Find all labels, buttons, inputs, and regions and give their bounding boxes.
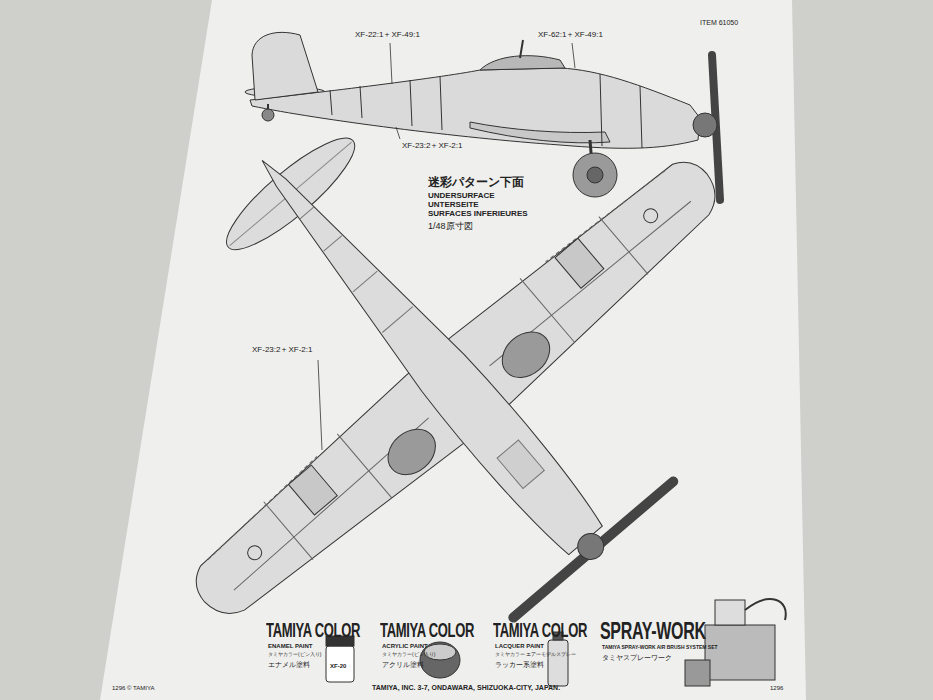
- product-name-jp: タミヤカラー(ビン入り): [268, 652, 321, 658]
- product-type: ENAMEL PAINT: [268, 643, 312, 650]
- product-type-jp: ラッカー系塗料: [495, 661, 544, 669]
- sheet-heading: 迷彩パターン下面: [428, 176, 524, 189]
- paint-mix: XF-23:2＋XF-2:1: [402, 142, 462, 151]
- print-code: 1296 © TAMIYA: [112, 685, 154, 692]
- product-name-jp: タミヤカラー(ビン入り): [382, 652, 435, 658]
- brand-name: TAMIYA COLOR: [266, 620, 360, 641]
- heading-de: UNTERSEITE: [428, 201, 479, 210]
- paint-mix: XF-23:2＋XF-2:1: [252, 346, 312, 355]
- brand-name: TAMIYA COLOR: [380, 620, 474, 641]
- product-name: TAMIYA SPRAY-WORK AIR BRUSH SYSTEM SET: [602, 645, 718, 651]
- product-type-jp: アクリル塗料: [382, 661, 424, 669]
- paint-mix: XF-62:1＋XF-49:1: [538, 31, 603, 40]
- heading-fr: SURFACES INFERIEURES: [428, 210, 528, 219]
- heading-en: UNDERSURFACE: [428, 192, 495, 201]
- scale-note: 1/48原寸図: [428, 222, 473, 232]
- item-number: ITEM 61050: [700, 19, 738, 27]
- product-name-jp: タミヤカラー エアーモデルスプレー: [495, 652, 576, 658]
- product-type: LACQUER PAINT: [495, 643, 544, 650]
- paint-mix: XF-22:1＋XF-49:1: [355, 31, 420, 40]
- brand-name: TAMIYA COLOR: [493, 620, 587, 641]
- paper-sheet: [100, 0, 806, 700]
- jar-label: XF-20: [330, 663, 346, 670]
- print-code: 1296: [770, 685, 783, 692]
- leader-lines: [318, 43, 575, 450]
- underside-plan-view: [11, 0, 851, 700]
- product-type-jp: エナメル塗料: [268, 661, 310, 669]
- company-address: TAMIYA, INC. 3-7, ONDAWARA, SHIZUOKA-CIT…: [372, 684, 560, 692]
- product-icons: [326, 599, 786, 686]
- product-name-jp: タミヤスプレーワーク: [602, 654, 672, 662]
- product-type: ACRYLIC PAINT: [382, 643, 428, 650]
- brand-name: SPRAY-WORK: [600, 618, 706, 644]
